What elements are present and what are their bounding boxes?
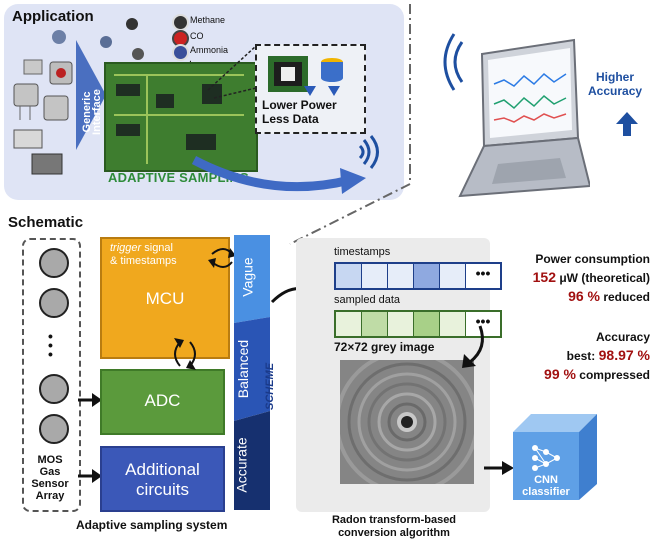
molecule [52,30,66,44]
to-cnn-arrow [484,461,514,475]
sensor-circle [39,374,69,404]
higher-accuracy-label: Higher Accuracy [588,70,643,98]
sampled-data-label: sampled data [334,294,401,306]
sampled-data-array: ••• [334,310,502,338]
wifi-icon [358,135,379,169]
up-arrow-icon [616,112,638,136]
adc-label: ADC [144,391,181,410]
gas-label-ammonia: Ammonia [190,45,229,55]
sensor-circle [39,414,69,444]
molecule [100,36,112,48]
sensor-array-label: MOS Gas Sensor Array [31,454,69,502]
gas-label-methane: Methane [190,15,226,25]
schematic-title: Schematic [8,214,84,231]
trigger-signal-label: trigger signal & timestamps [110,242,177,267]
radon-label: Radon transform-based conversion algorit… [331,514,457,539]
molecule [126,18,138,30]
interface-arrow [76,40,106,150]
timestamps-array: ••• [334,262,502,290]
timestamps-ellipsis: ••• [466,264,500,288]
additional-circuits-block: Additional circuits [100,446,225,512]
power-consumption-text: Power consumption 152 μW (theoretical) 9… [532,252,650,304]
transmit-arrow [191,156,366,194]
grey-image [340,360,474,484]
scheme-bar: Vague Balanced Accurate [234,235,270,510]
interface-label: Generic Interface [81,89,103,135]
gas-sensors-icon [13,59,73,175]
molecule [132,48,144,60]
scheme-vague: Vague [239,257,256,297]
mcu-block: MCU [100,237,230,359]
sensor-array-box: ••• [22,238,81,512]
additional-circuits-label: Additional circuits [125,460,200,499]
cnn-classifier-label: CNN classifier [522,474,570,498]
application-title: Application [12,8,94,25]
cnn-cube [513,414,597,500]
section-separator [289,4,411,245]
laptop-icon [443,33,590,198]
zoom-lines [207,45,257,99]
lower-power-label: Lower Power Less Data [262,98,337,126]
scheme-label: SCHEME [264,362,276,410]
methane-molecule-icon [172,14,189,31]
sensor-circle [39,288,69,318]
ammonia-molecule-icon [172,44,189,61]
adaptive-system-label: Adaptive sampling system [76,518,228,532]
grey-image-label: 72×72 grey image [334,340,435,354]
adc-block: ADC [100,369,225,435]
mcu-label: MCU [145,289,185,308]
to-image-arrow [462,325,484,368]
chip-database-icon [268,56,343,96]
sensor-circle [39,248,69,278]
ellipsis-dots: ••• [48,328,53,362]
bidirectional-arrows [174,248,236,370]
accuracy-text: Accuracy best: 98.97 % 99 % compressed [544,330,650,382]
sensor-arrows [78,393,102,483]
timestamps-label: timestamps [334,246,391,258]
gas-label-co: CO [190,31,204,41]
scheme-accurate: Accurate [233,437,250,493]
scheme-balanced: Balanced [235,339,252,399]
